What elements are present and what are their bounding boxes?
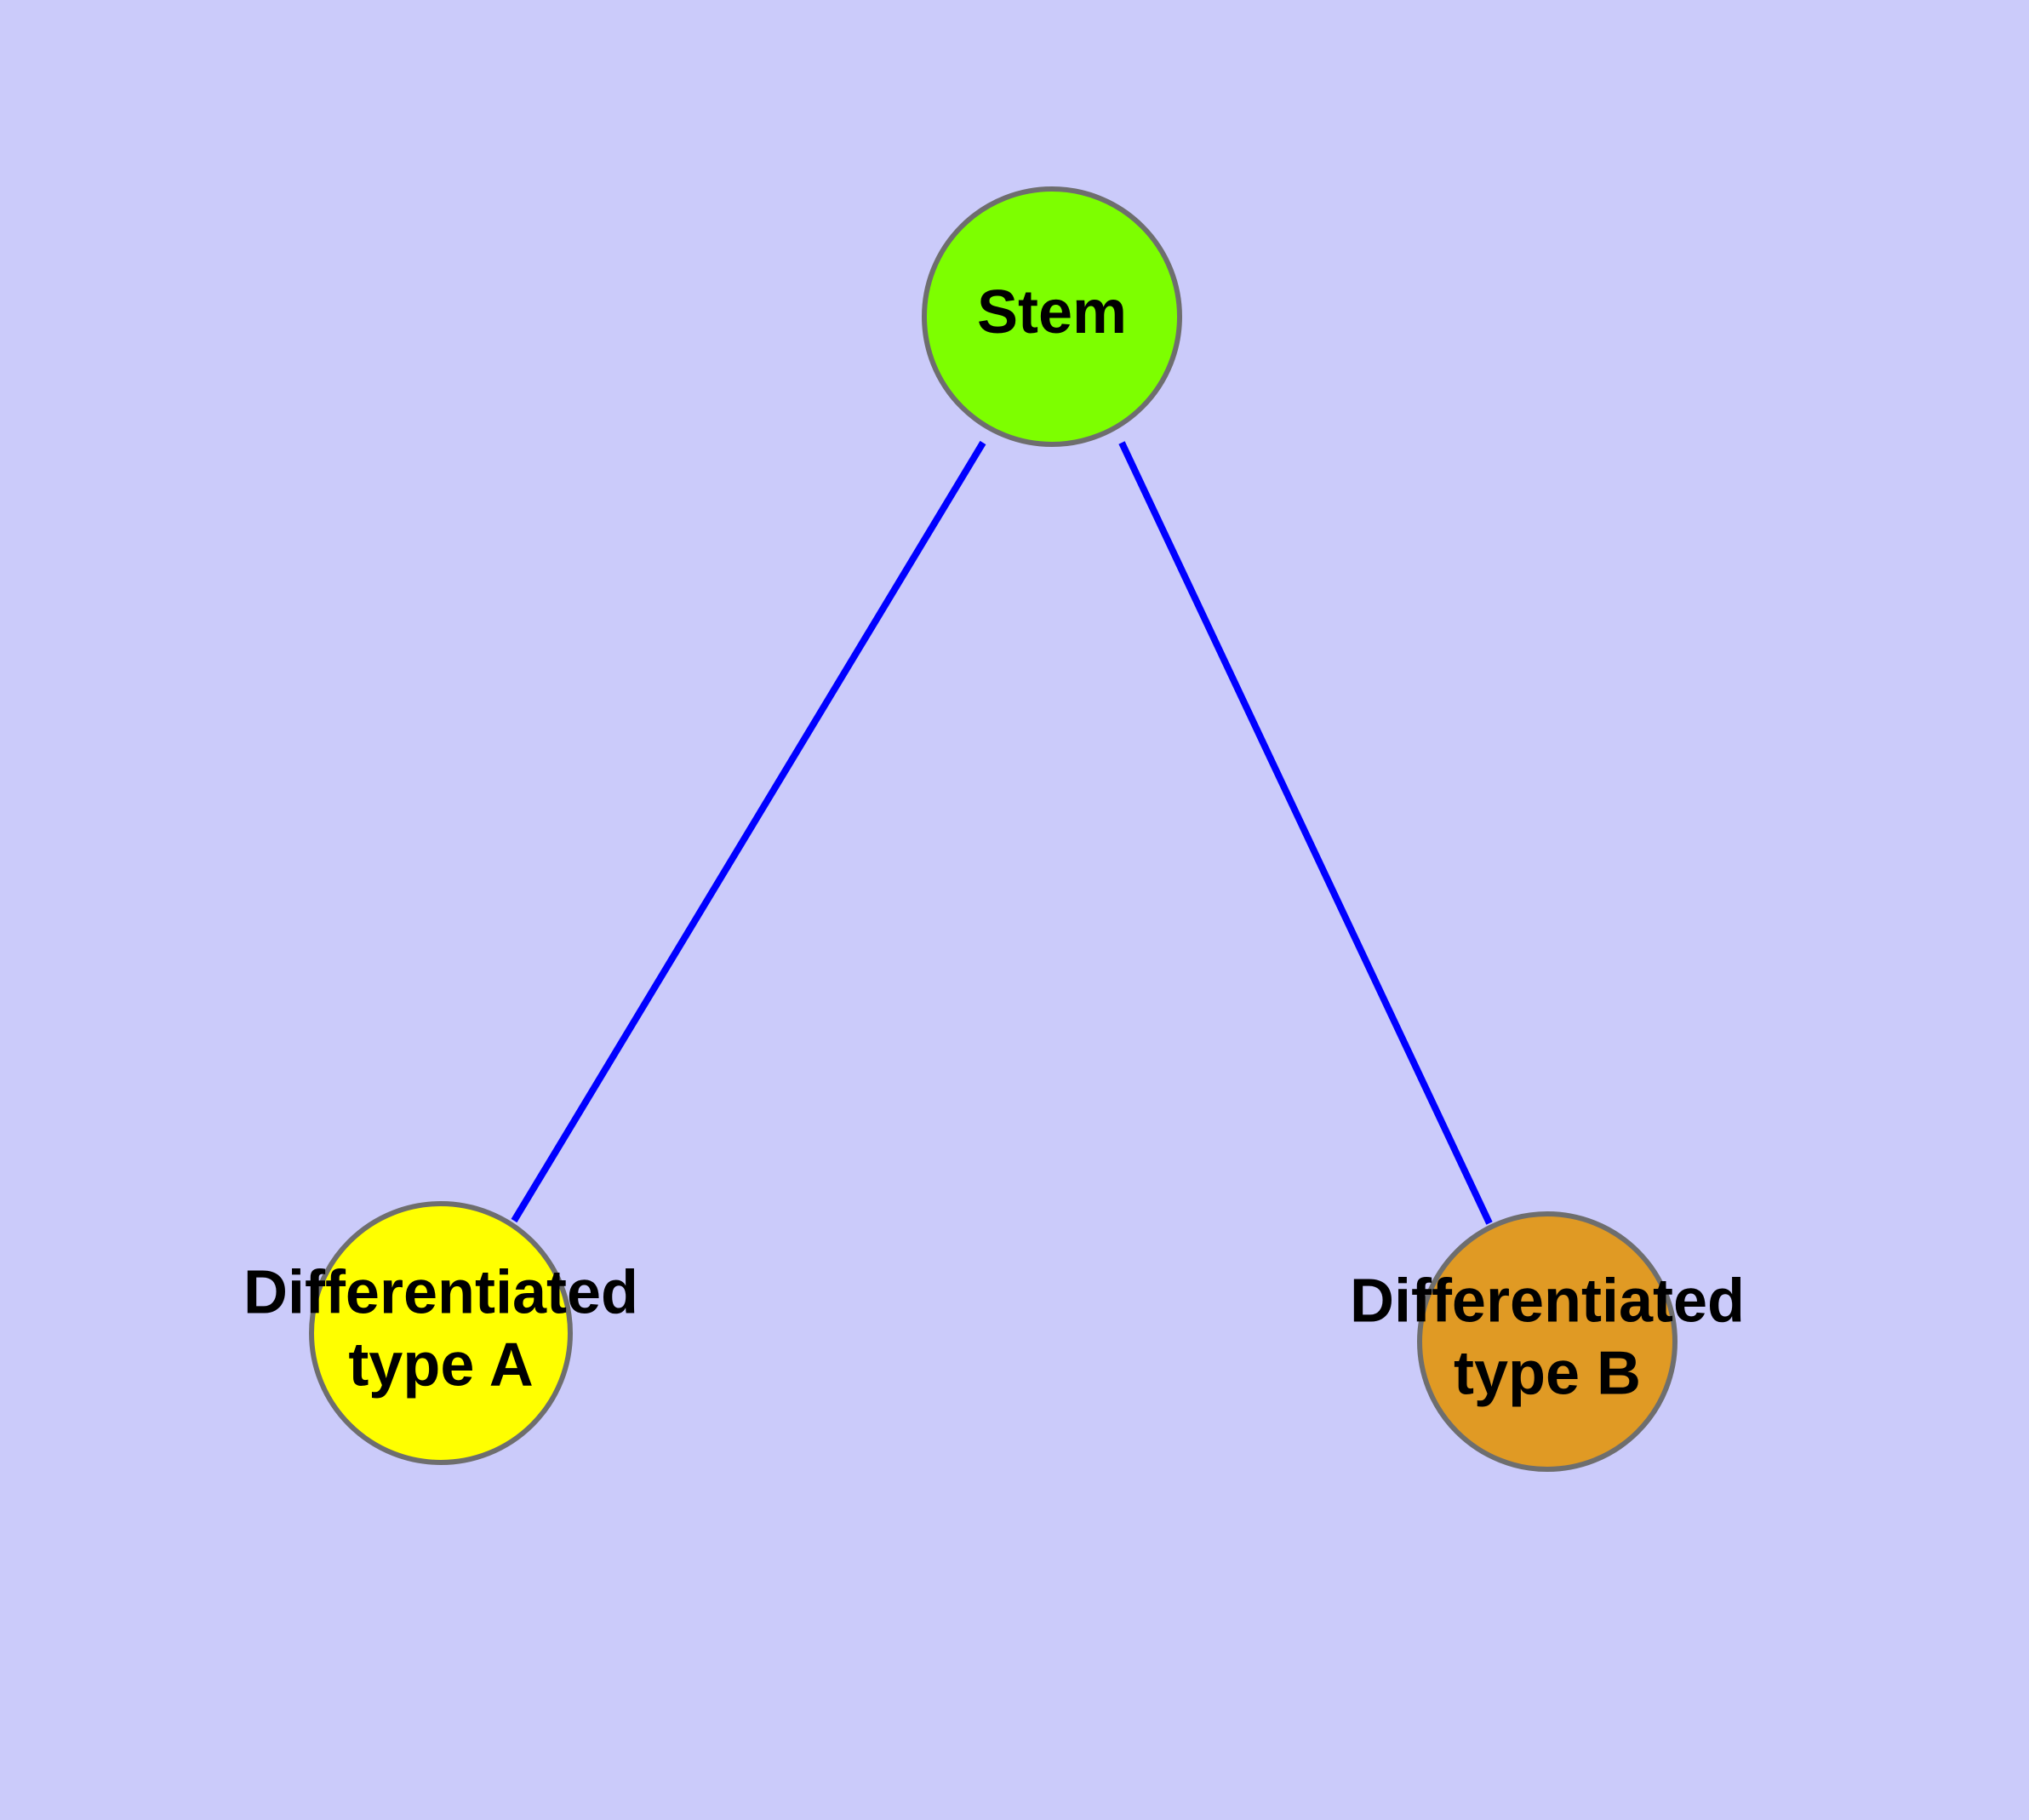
node-differentiated-type-a-circle[interactable] <box>309 1201 573 1465</box>
node-layer <box>309 186 1677 1472</box>
edge-stem-to-differentiated-type-b[interactable] <box>1118 441 1493 1225</box>
node-stem-circle[interactable] <box>922 186 1182 447</box>
node-differentiated-type-b-circle[interactable] <box>1417 1211 1677 1472</box>
edge-layer <box>511 440 1493 1225</box>
node-stem-label: Stem <box>977 278 1127 346</box>
edge-stem-to-differentiated-type-a[interactable] <box>511 440 986 1223</box>
